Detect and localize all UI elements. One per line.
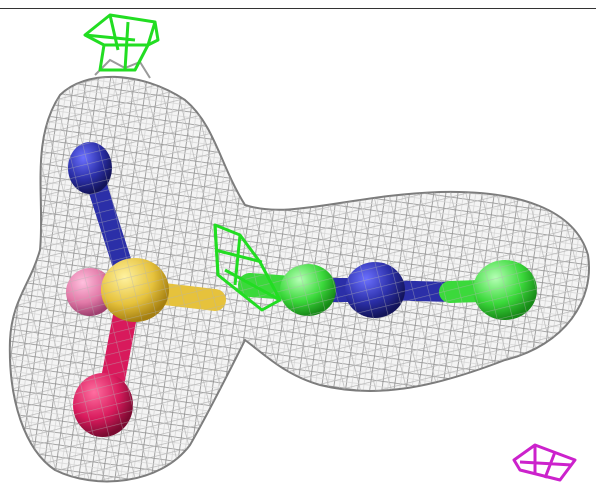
mesh-overlay <box>9 76 589 482</box>
green-marker-top <box>83 13 160 72</box>
green-marker-middle <box>213 223 282 312</box>
top-border-line <box>0 8 596 9</box>
magenta-marker <box>512 443 577 482</box>
